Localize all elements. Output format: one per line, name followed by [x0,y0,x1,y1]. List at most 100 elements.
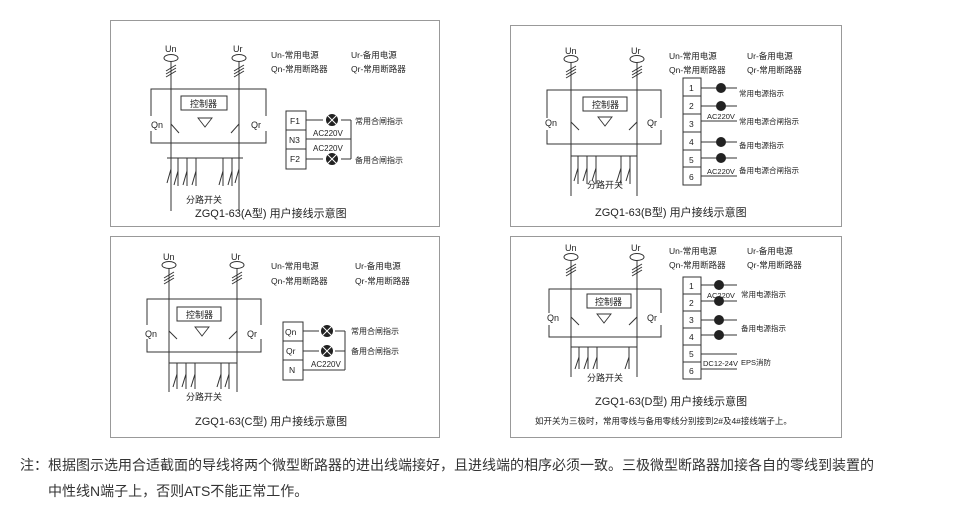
indicator-label: 备用电源指示 [739,140,784,150]
indicator-label: EPS消防 [741,357,772,367]
diagram-b: Un Ur Qn Qr 控制器 分路开关 Un-常用电源 Ur-备用电源 Qn-… [545,46,802,219]
diagram-a: Un Ur Qn Qr 控制器 分路开关 Un-常用电源 Ur-备用电源 Qn-… [150,44,406,220]
panel-title: ZGQ1-63(B型) 用户接线示意图 [595,205,747,219]
label-ur: Ur [631,46,641,56]
label-qn: Qn [151,120,163,130]
legend-item: Ur-备用电源 [351,50,397,60]
diagram-c: Un Ur Qn Qr 控制器 分路开关 Un-常用电源 Ur-备用电源 Qn-… [145,252,410,428]
branch-switch-label: 分路开关 [186,391,222,402]
branch-switch-label: 分路开关 [587,372,623,383]
note-line-2: 中性线N端子上，否则ATS不能正常工作。 [48,483,309,499]
branch-switch-label: 分路开关 [587,179,623,190]
terminal-label: 1 [689,83,694,93]
indicator-label: 备用合闸指示 [351,346,399,356]
legend-item: Ur-备用电源 [747,51,793,61]
panel-title: ZGQ1-63(A型) 用户接线示意图 [195,206,347,220]
legend-item: Un-常用电源 [271,50,319,60]
diagram-d: Un Ur Qn Qr 控制器 分路开关 Un-常用电源 Ur-备用电源 Qn-… [535,243,802,426]
legend-item: Qn-常用断路器 [669,65,726,75]
terminal-label: 6 [689,366,694,376]
branch-switch-label: 分路开关 [186,194,222,205]
label-ur: Ur [231,252,241,262]
terminal-label: 5 [689,349,694,359]
indicator-label: 常用电源指示 [741,289,786,299]
label-ur: Ur [233,44,243,54]
label-qr: Qr [647,118,657,128]
breaker-diagram-c [146,261,346,392]
terminal-label: 1 [689,281,694,291]
terminal-label: N [289,365,295,375]
legend-item: Qn-常用断路器 [669,260,726,270]
legend-item: Qr-常用断路器 [355,276,410,286]
panel-c: Un Ur Qn Qr 控制器 分路开关 Un-常用电源 Ur-备用电源 Qn-… [110,236,440,438]
breaker-diagram-a [150,54,352,211]
voltage-label: AC220V [707,291,735,300]
terminal-label: Qn [285,327,297,337]
voltage-label: AC220V [313,129,343,138]
panel-footnote: 如开关为三极时，常用零线与备用零线分别接到2#及4#接线端子上。 [535,416,792,426]
legend-item: Un-常用电源 [271,261,319,271]
voltage-label: AC220V [313,144,343,153]
label-qn: Qn [545,118,557,128]
label-qn: Qn [547,313,559,323]
controller-label: 控制器 [595,296,622,307]
terminal-label: 3 [689,315,694,325]
panel-a: Un Ur Qn Qr 控制器 分路开关 Un-常用电源 Ur-备用电源 Qn-… [110,20,440,227]
terminal-label: F1 [290,116,300,126]
label-qr: Qr [247,329,257,339]
breaker-diagram-d [548,253,737,380]
terminal-label: F2 [290,154,300,164]
breaker-diagram-b [546,55,737,196]
legend-item: Qn-常用断路器 [271,64,328,74]
panel-title: ZGQ1-63(C型) 用户接线示意图 [195,414,347,428]
legend-item: Qr-常用断路器 [747,260,802,270]
legend-item: Ur-备用电源 [747,246,793,256]
label-qn: Qn [145,329,157,339]
label-un: Un [565,243,577,253]
legend-item: Un-常用电源 [669,246,717,256]
controller-label: 控制器 [190,98,217,109]
indicator-lamp-icon [716,83,726,163]
voltage-label: AC220V [707,167,735,176]
label-qr: Qr [647,313,657,323]
legend-item: Qr-常用断路器 [351,64,406,74]
terminal-label: 3 [689,119,694,129]
terminal-label: 2 [689,101,694,111]
terminal-label: 6 [689,172,694,182]
label-un: Un [165,44,177,54]
installation-note: 注：根据图示选用合适截面的导线将两个微型断路器的进出线端接好，且进线端的相序必须… [20,452,874,504]
terminal-label: Qr [286,346,296,356]
indicator-label: 备用合闸指示 [355,155,403,165]
indicator-lamp-icon [714,280,724,340]
controller-label: 控制器 [592,99,619,110]
indicator-label: 常用电源合闸指示 [739,116,799,126]
legend-item: Qn-常用断路器 [271,276,328,286]
indicator-lamp-icon [321,325,333,357]
indicator-label: 备用电源指示 [741,323,786,333]
indicator-label: 常用合闸指示 [351,326,399,336]
indicator-lamp-icon [326,114,338,165]
label-un: Un [163,252,175,262]
label-qr: Qr [251,120,261,130]
label-ur: Ur [631,243,641,253]
panel-title: ZGQ1-63(D型) 用户接线示意图 [595,394,747,408]
note-line-1: 注：根据图示选用合适截面的导线将两个微型断路器的进出线端接好，且进线端的相序必须… [20,457,874,473]
voltage-label: DC12-24V [703,359,738,368]
terminal-label: 4 [689,137,694,147]
terminal-label: 5 [689,155,694,165]
terminal-label: N3 [289,135,300,145]
voltage-label: AC220V [311,360,341,369]
controller-label: 控制器 [186,309,213,320]
indicator-label: 备用电源合闸指示 [739,165,799,175]
legend-item: Qr-常用断路器 [747,65,802,75]
terminal-label: 4 [689,332,694,342]
label-un: Un [565,46,577,56]
panel-b: Un Ur Qn Qr 控制器 分路开关 Un-常用电源 Ur-备用电源 Qn-… [510,25,842,227]
indicator-label: 常用电源指示 [739,88,784,98]
indicator-label: 常用合闸指示 [355,116,403,126]
voltage-label: AC220V [707,112,735,121]
panel-d: Un Ur Qn Qr 控制器 分路开关 Un-常用电源 Ur-备用电源 Qn-… [510,236,842,438]
legend-item: Un-常用电源 [669,51,717,61]
legend-item: Ur-备用电源 [355,261,401,271]
terminal-label: 2 [689,298,694,308]
